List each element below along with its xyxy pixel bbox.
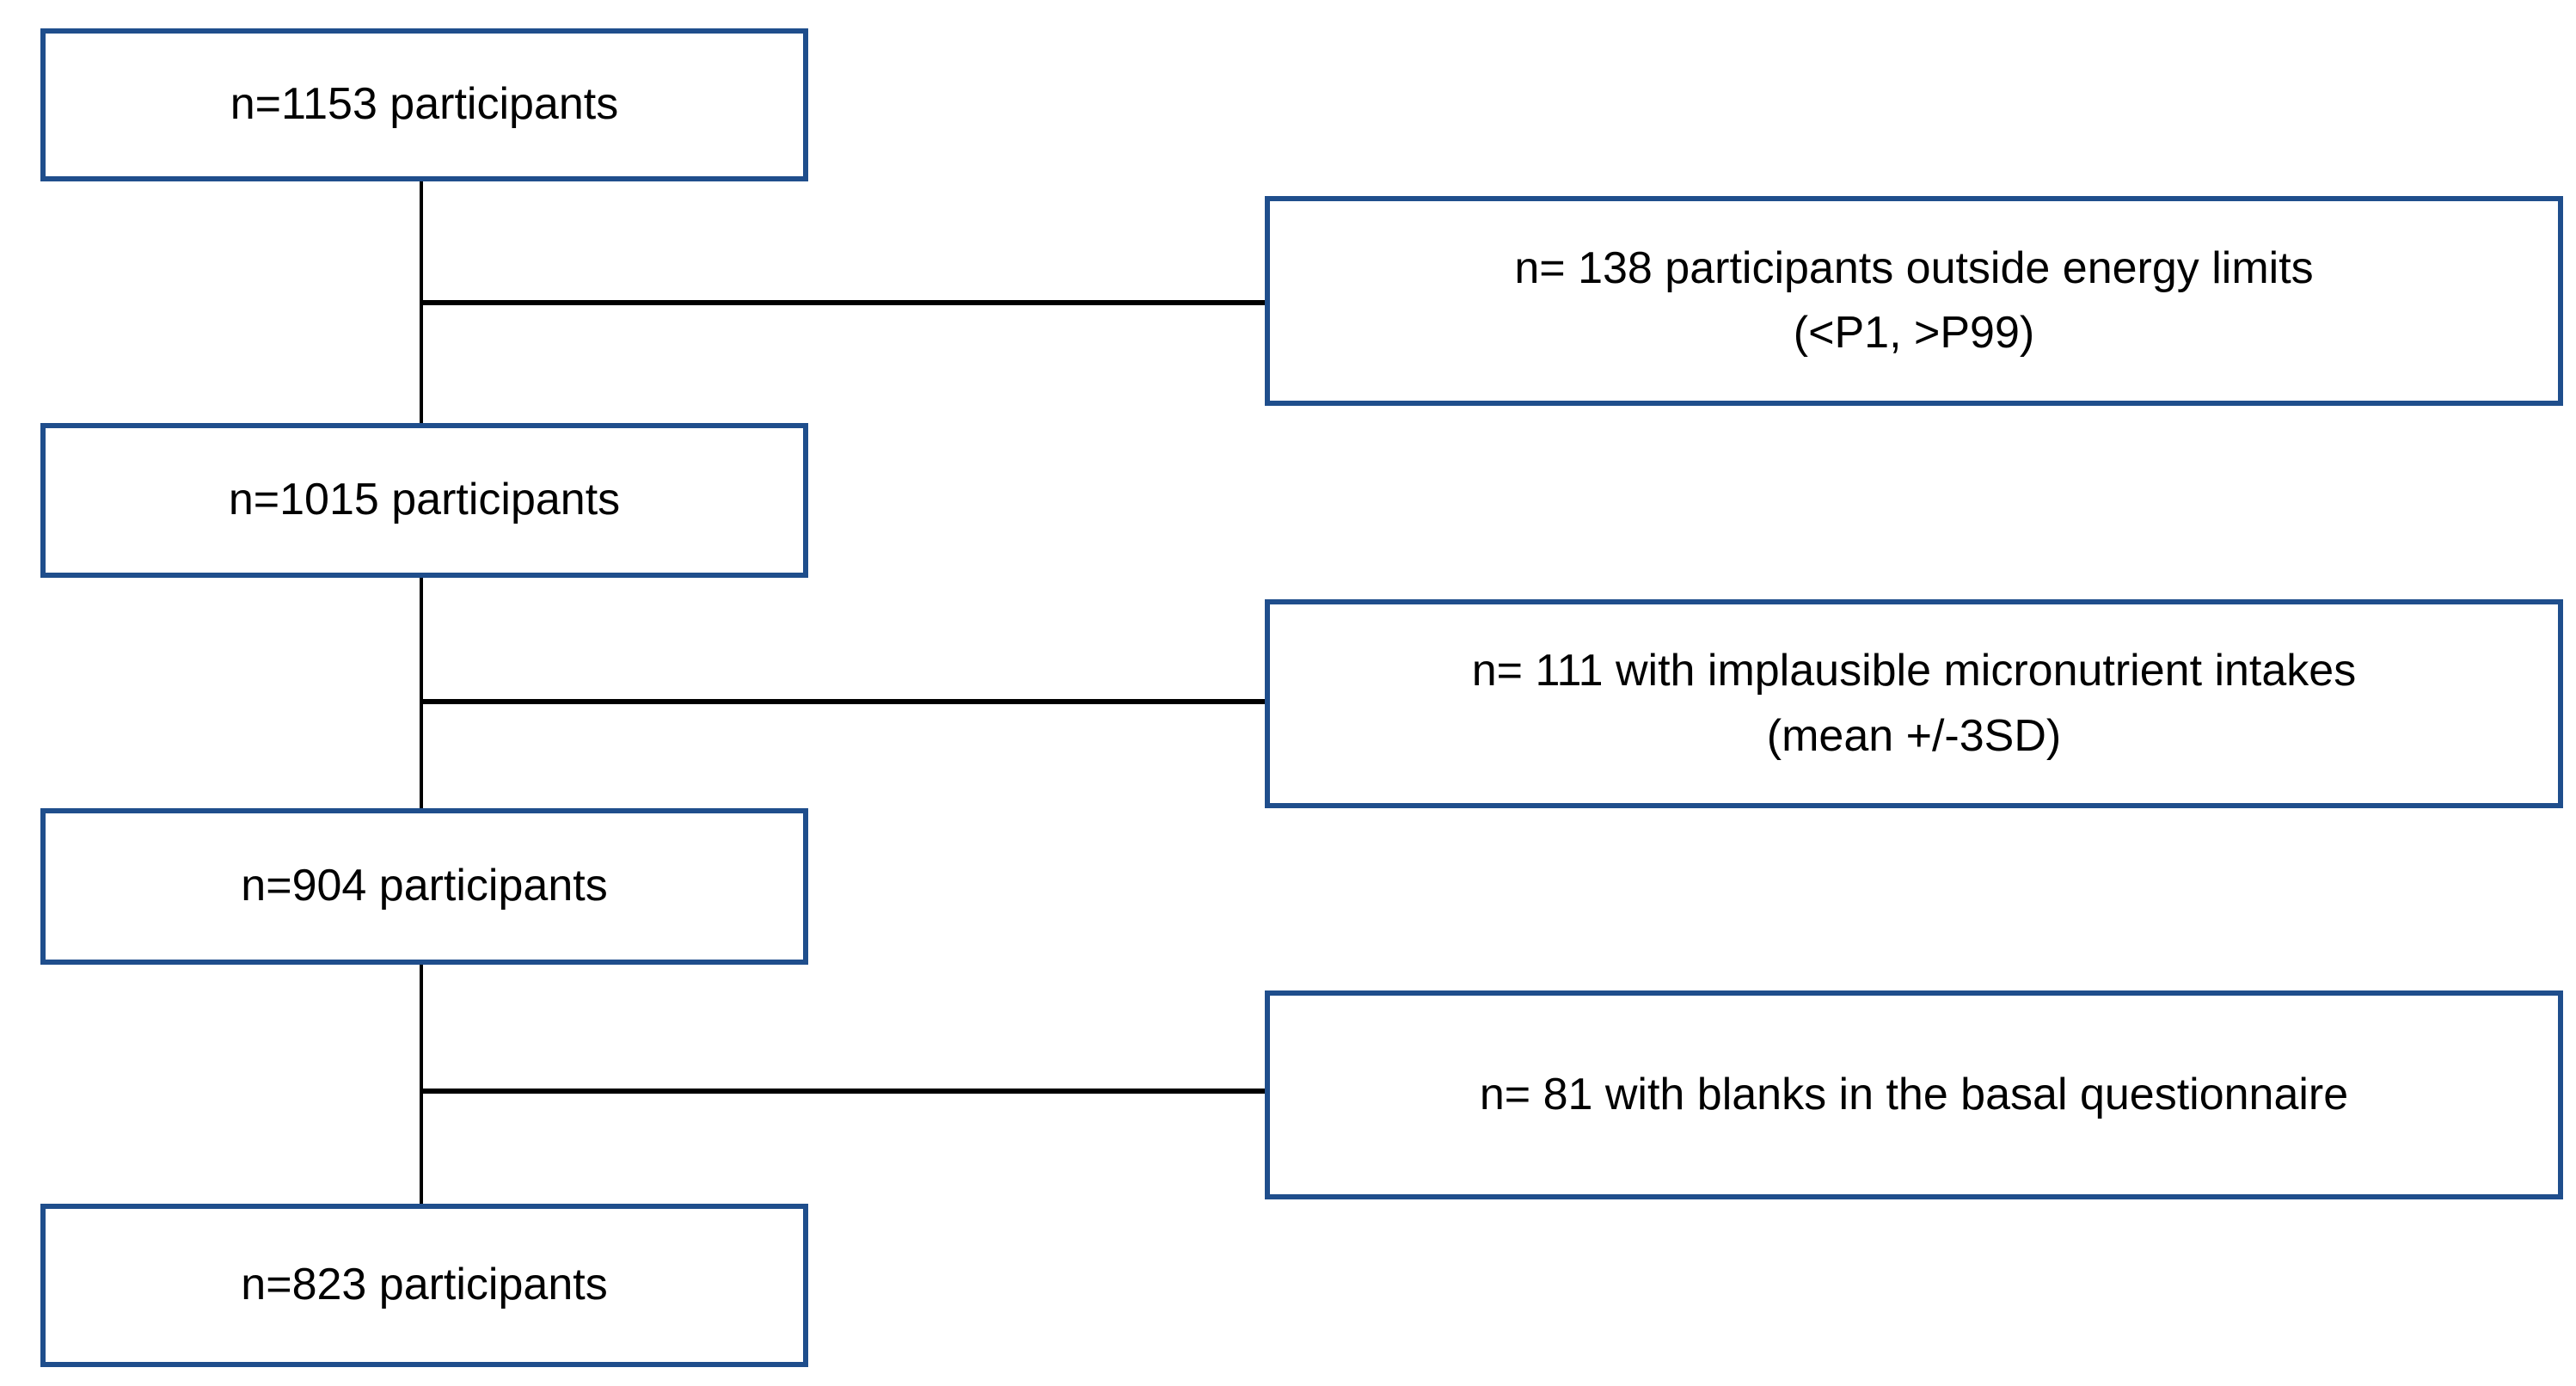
exclusion-box-1-line-2: (<P1, >P99)	[1793, 308, 2035, 358]
exclusion-box-1: n= 138 participants outside energy limit…	[1265, 196, 2563, 406]
participants-box-4-label: n=823 participants	[241, 1260, 608, 1310]
participants-box-2: n=1015 participants	[40, 423, 808, 578]
exclusion-box-2-line-2: (mean +/-3SD)	[1766, 710, 2062, 761]
exclusion-box-3: n= 81 with blanks in the basal questionn…	[1265, 990, 2563, 1199]
exclusion-connector-line-3	[421, 1089, 1267, 1094]
exclusion-connector-line-2	[421, 699, 1267, 704]
exclusion-connector-line-1	[421, 300, 1267, 305]
participants-box-4: n=823 participants	[40, 1204, 808, 1367]
participants-box-3-label: n=904 participants	[241, 861, 608, 911]
exclusion-box-3-line-1: n= 81 with blanks in the basal questionn…	[1479, 1069, 2349, 1119]
flow-trunk-line	[420, 181, 423, 1205]
participants-box-3: n=904 participants	[40, 808, 808, 965]
exclusion-box-1-line-1: n= 138 participants outside energy limit…	[1514, 242, 2314, 293]
participants-box-1: n=1153 participants	[40, 28, 808, 181]
participants-box-2-label: n=1015 participants	[228, 475, 621, 525]
participants-box-1-label: n=1153 participants	[230, 79, 619, 130]
exclusion-box-2-line-1: n= 111 with implausible micronutrient in…	[1471, 646, 2357, 696]
exclusion-box-2: n= 111 with implausible micronutrient in…	[1265, 599, 2563, 808]
